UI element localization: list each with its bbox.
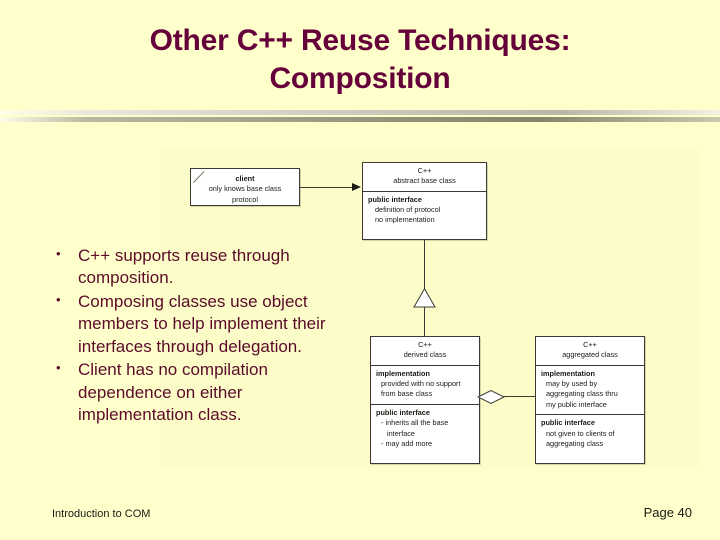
uml-base-section-title: public interface [368, 194, 422, 204]
bullet-text: Client has no compilation dependence on … [78, 360, 268, 425]
uml-box-derived-class: C++ derived class implementation provide… [370, 336, 480, 464]
uml-derived-iface-title: public interface [376, 407, 430, 417]
footer-left-text: Introduction to COM [52, 508, 151, 520]
footer-page-number: Page 40 [643, 505, 692, 520]
bullet-text: Composing classes use object members to … [78, 291, 326, 356]
bullet-marker-icon: • [56, 360, 61, 376]
uml-derived-impl-line-2: from base class [381, 389, 433, 399]
page-title-line-1: Other C++ Reuse Techniques: [149, 24, 571, 57]
connector-aggregation-line [503, 396, 548, 397]
uml-base-item-2: no implementation [375, 215, 435, 225]
uml-aggregated-impl-line-1: may by used by [546, 379, 598, 389]
connector-client-to-base-line [300, 187, 353, 188]
bullet-text: C++ supports reuse through composition. [78, 246, 290, 288]
uml-client-detail-2: protocol [232, 194, 258, 204]
uml-derived-name: derived class [403, 350, 447, 360]
uml-aggregated-iface-line-1: not given to clients of [546, 428, 615, 438]
uml-client-detail-1: only knows base class [208, 184, 282, 194]
page-title: Other C++ Reuse Techniques: Composition [0, 22, 720, 99]
uml-base-name: abstract base class [393, 176, 456, 186]
uml-aggregated-stereotype: C++ [583, 340, 597, 349]
divider-bar-bottom [0, 117, 720, 122]
uml-derived-stereotype: C++ [418, 340, 432, 349]
uml-box-client: client only knows base class protocol [190, 168, 300, 206]
aggregation-diamond-icon [477, 389, 505, 405]
generalization-triangle-icon [413, 288, 436, 308]
uml-aggregated-name: aggregated class [562, 350, 618, 360]
arrowhead-icon [352, 182, 361, 191]
title-divider [0, 110, 720, 123]
uml-derived-iface-line-1: - inherits all the base [381, 418, 449, 428]
uml-aggregated-impl-title: implementation [541, 368, 595, 378]
bullet-item: • Composing classes use object members t… [48, 291, 348, 358]
uml-derived-iface-line-3: - may add more [381, 438, 433, 448]
uml-base-stereotype: C++ [417, 166, 432, 175]
uml-aggregated-iface-title: public interface [541, 418, 595, 428]
connector-generalization-upper [424, 240, 425, 292]
page-title-line-2: Composition [269, 62, 451, 96]
divider-bar-top [0, 110, 720, 115]
uml-base-item-1: definition of protocol [375, 205, 441, 215]
bullet-item: • C++ supports reuse through composition… [48, 245, 348, 290]
bullet-marker-icon: • [56, 291, 61, 307]
bullet-item: • Client has no compilation dependence o… [48, 359, 348, 426]
uml-box-abstract-base-class: C++ abstract base class public interface… [362, 162, 487, 240]
uml-client-name: client [235, 174, 255, 183]
uml-aggregated-impl-line-3: my public interface [546, 399, 607, 409]
bullet-marker-icon: • [56, 246, 61, 261]
uml-derived-impl-line-1: provided with no support [381, 379, 461, 389]
uml-aggregated-impl-line-2: aggregating class thru [546, 389, 618, 399]
uml-box-aggregated-class: C++ aggregated class implementation may … [535, 336, 645, 464]
bullet-list: • C++ supports reuse through composition… [48, 245, 348, 428]
connector-generalization-lower [424, 307, 425, 337]
uml-class-diagram: client only knows base class protocol C+… [150, 140, 710, 480]
divider-bar-gap [0, 115, 720, 117]
uml-derived-iface-line-2: interface [387, 428, 415, 438]
uml-aggregated-iface-line-2: aggregating class [546, 438, 604, 448]
uml-derived-impl-title: implementation [376, 368, 430, 378]
